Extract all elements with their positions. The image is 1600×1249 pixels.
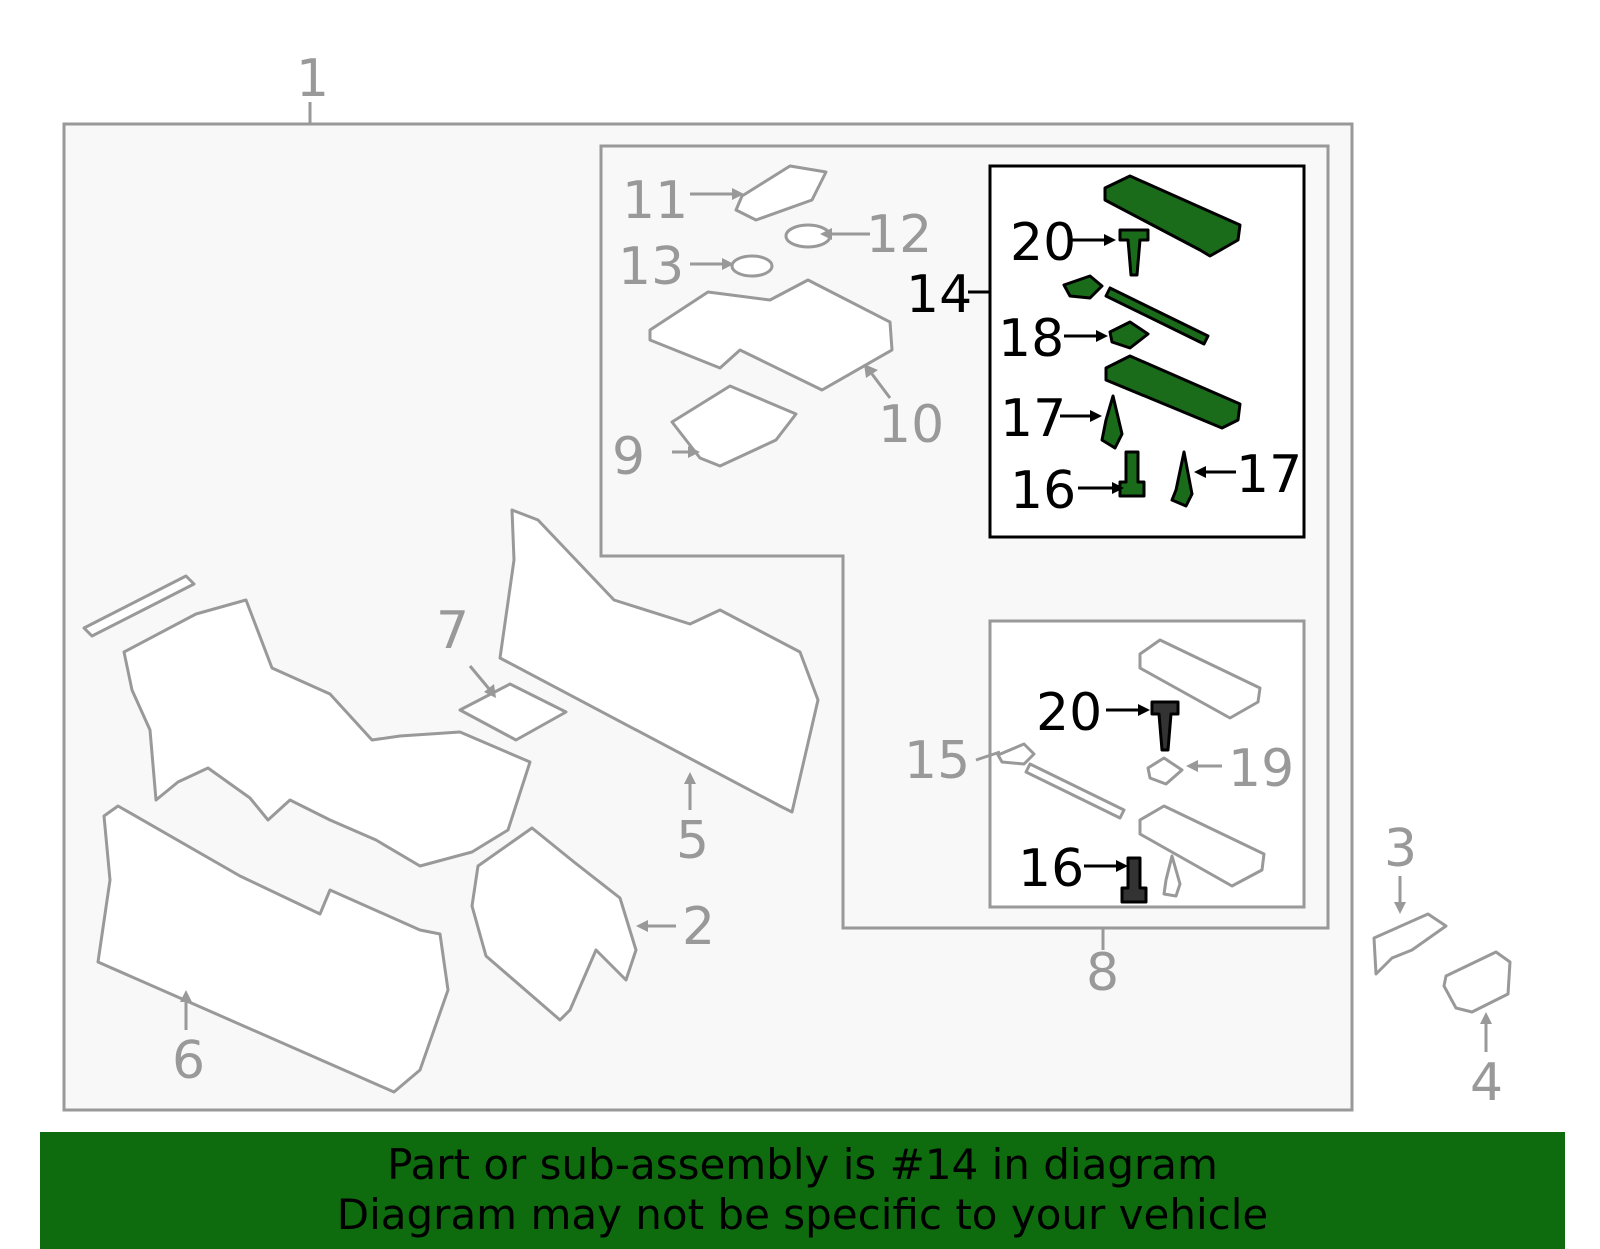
banner-line-2: Diagram may not be specific to your vehi… — [336, 1190, 1269, 1239]
part-2 — [470, 826, 638, 1022]
callout-16-upper: 16 — [1010, 461, 1076, 521]
callout-16-lower: 16 — [1018, 839, 1084, 899]
part-14-lid-lower — [1104, 354, 1242, 430]
part-12 — [784, 223, 832, 249]
part-17-bumper-upper — [1100, 394, 1124, 450]
callout-6: 6 — [172, 1031, 205, 1091]
part-console-base — [122, 598, 532, 868]
callout-20-upper: 20 — [1010, 213, 1076, 273]
part-15-rod — [1024, 762, 1126, 820]
part-15-lid-upper — [1138, 638, 1262, 720]
part-6 — [96, 804, 450, 1094]
callout-13: 13 — [618, 237, 684, 297]
part-17-bumper-lower — [1170, 450, 1194, 508]
part-hinge-clip — [1062, 274, 1104, 300]
part-15-clip — [996, 742, 1036, 766]
callout-4: 4 — [1470, 1053, 1503, 1113]
part-5 — [498, 508, 820, 814]
part-13 — [730, 254, 774, 278]
callout-2: 2 — [682, 897, 715, 957]
part-3 — [1372, 912, 1448, 976]
callout-19: 19 — [1228, 739, 1294, 799]
part-15-tray — [1138, 804, 1266, 888]
part-18-latch — [1108, 320, 1150, 350]
callout-15: 15 — [904, 731, 970, 791]
callout-3: 3 — [1384, 819, 1417, 879]
part-17-bumper-gray — [1162, 854, 1182, 898]
part-16-screw-upper — [1118, 450, 1146, 498]
callout-17-right: 17 — [1236, 445, 1302, 505]
part-rod-upper — [1104, 286, 1210, 346]
callout-10: 10 — [878, 395, 944, 455]
callout-18: 18 — [998, 309, 1064, 369]
callout-7: 7 — [436, 601, 469, 661]
leader-lines — [180, 188, 1492, 1052]
part-9 — [670, 384, 798, 468]
callout-8: 8 — [1086, 943, 1119, 1003]
callout-14: 14 — [906, 265, 972, 325]
part-11 — [734, 164, 828, 222]
part-16-screw-lower — [1120, 856, 1148, 904]
part-10 — [648, 278, 894, 392]
notice-banner: Part or sub-assembly is #14 in diagram D… — [40, 1132, 1565, 1249]
highlight-box-14 — [988, 164, 1306, 539]
subassembly-frame-8 — [599, 144, 1330, 930]
callout-11: 11 — [622, 171, 688, 231]
part-20-screw — [1118, 228, 1150, 277]
part-4 — [1442, 950, 1512, 1014]
callout-9: 9 — [612, 427, 645, 487]
callout-20-lower: 20 — [1036, 683, 1102, 743]
banner-line-1: Part or sub-assembly is #14 in diagram — [387, 1140, 1218, 1189]
part-19-latch — [1146, 756, 1184, 786]
callout-1: 1 — [296, 49, 329, 109]
part-rail — [82, 574, 196, 638]
callout-12: 12 — [866, 205, 932, 265]
callout-17-left: 17 — [1000, 389, 1066, 449]
part-14-lid-upper — [1103, 174, 1242, 258]
callout-5: 5 — [676, 811, 709, 871]
part-20-screw-lower — [1150, 700, 1180, 752]
